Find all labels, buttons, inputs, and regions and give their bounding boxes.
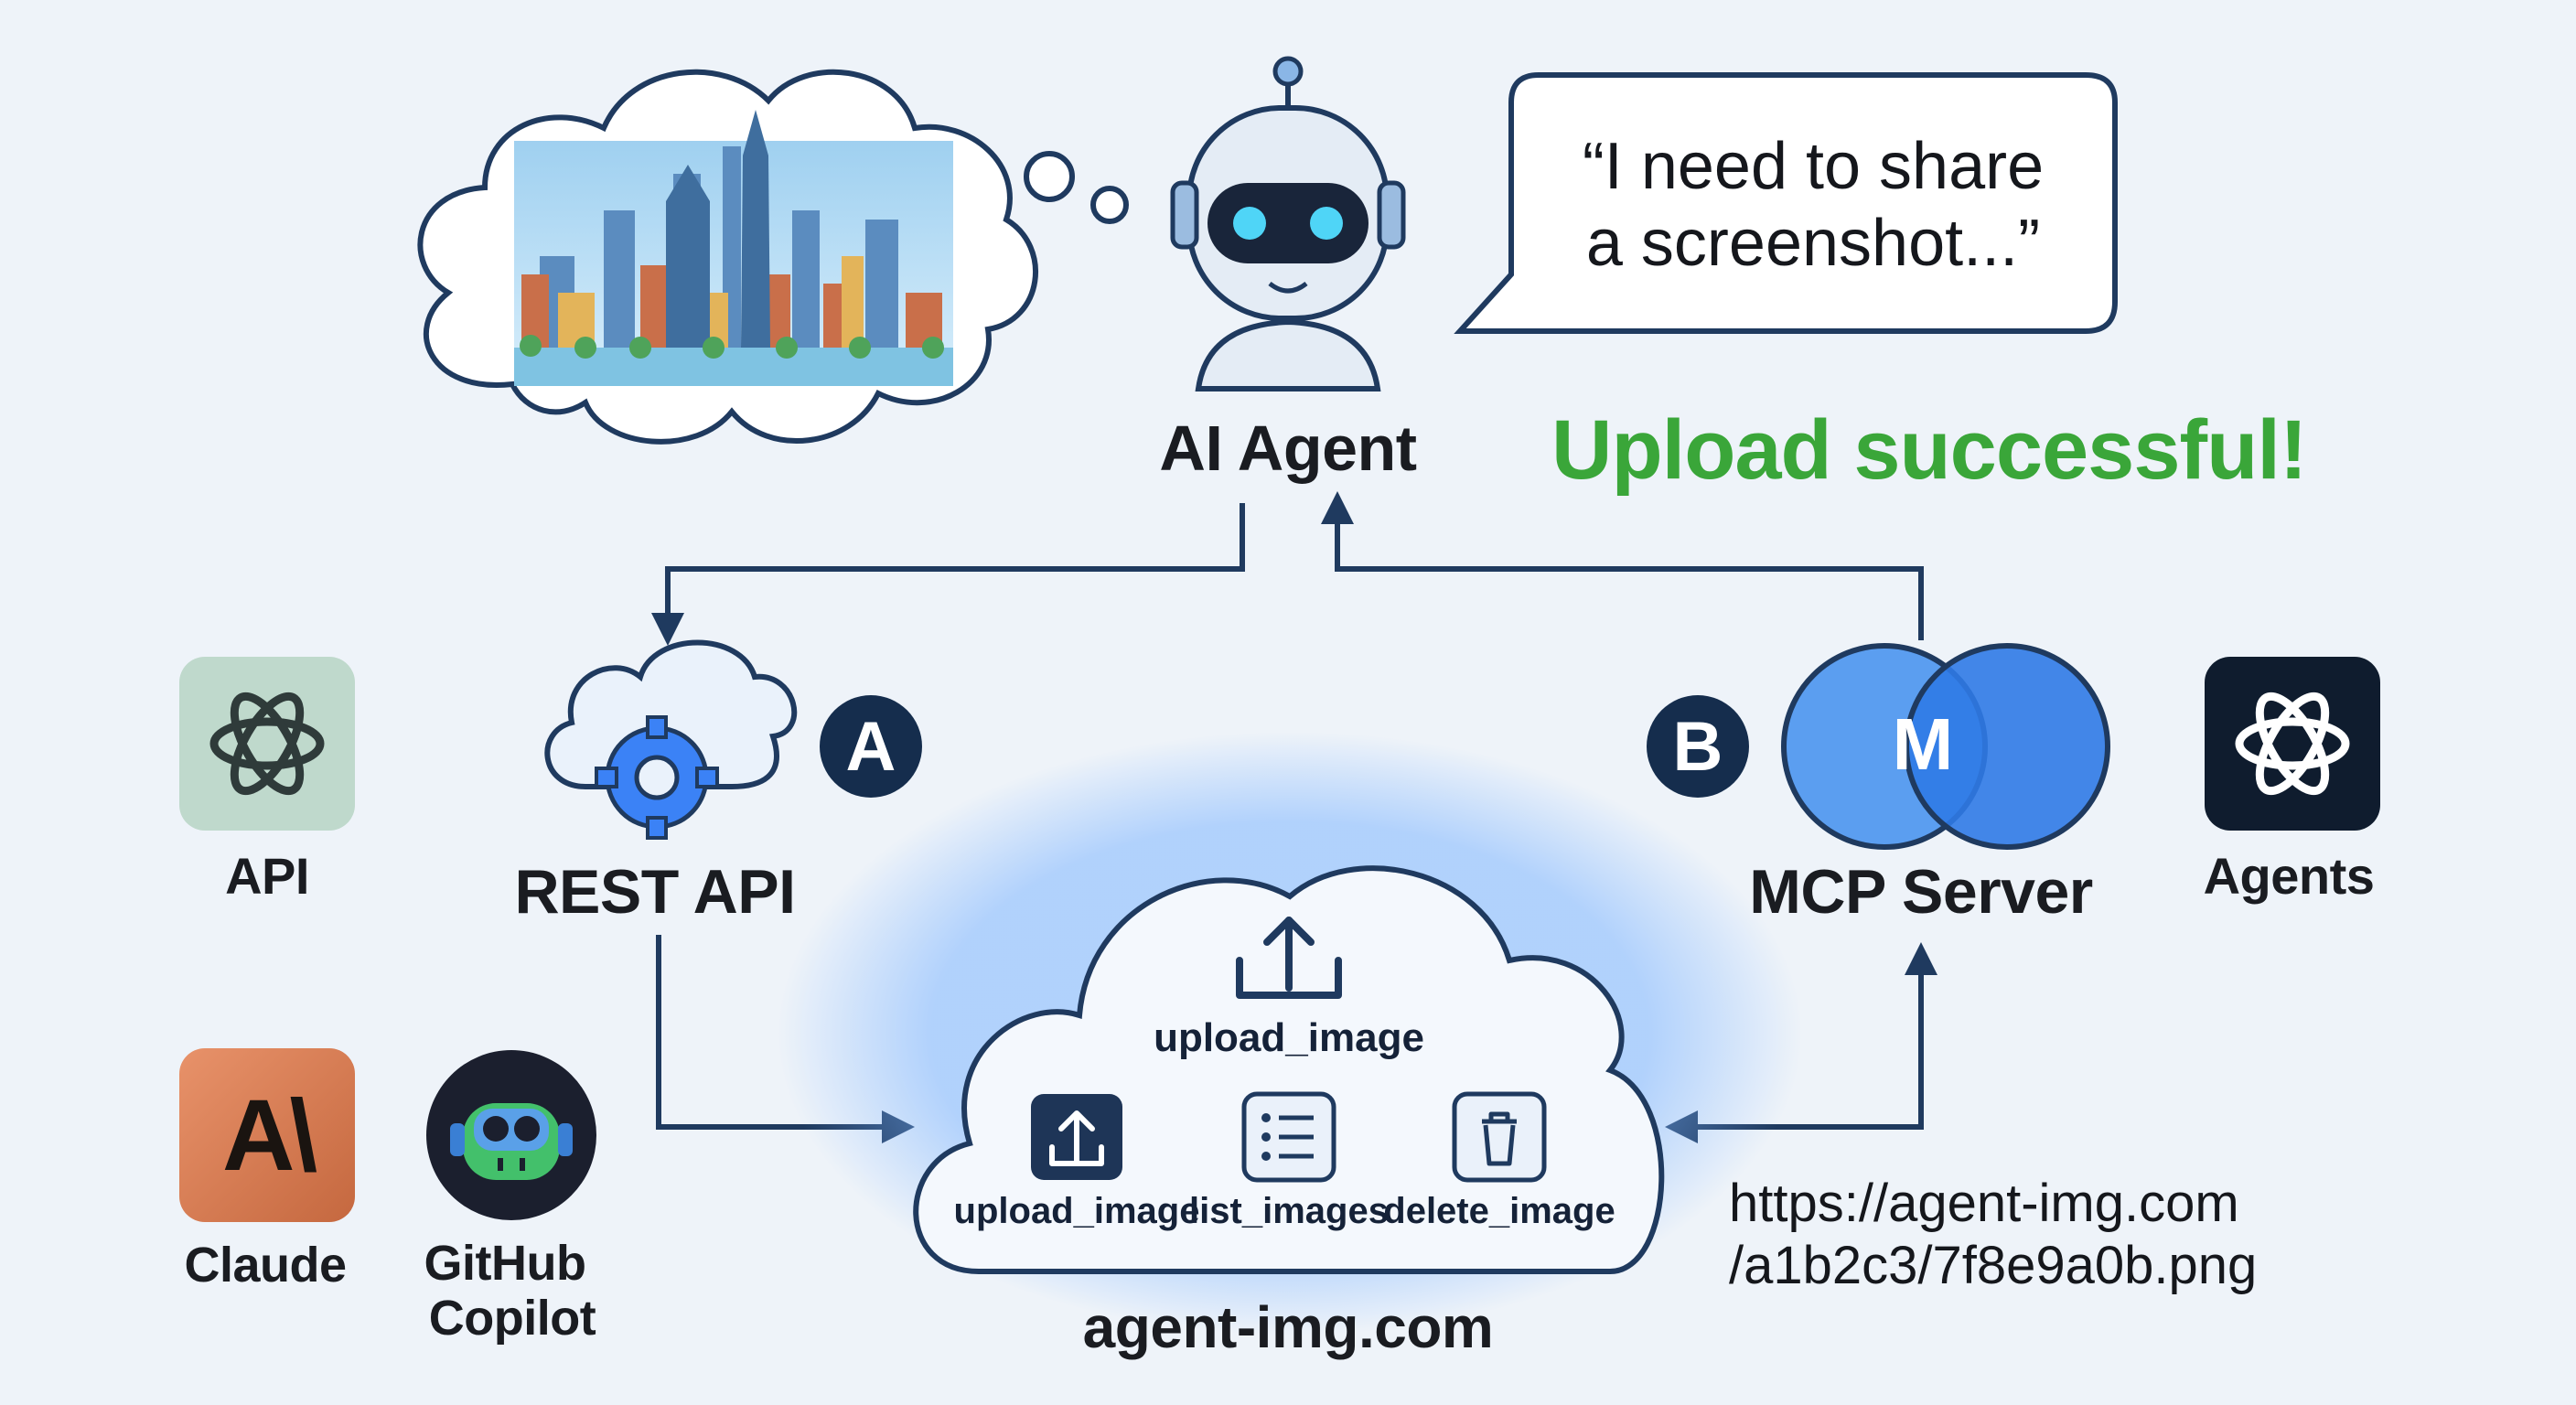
list-tool-icon	[1241, 1091, 1336, 1183]
upload-tool-icon	[1031, 1094, 1122, 1180]
upload-tool-label: upload_image	[953, 1191, 1200, 1231]
city-screenshot-image	[514, 110, 953, 386]
openai-api-tile	[179, 657, 355, 831]
result-url: https://agent-img.com /a1b2c3/7f8e9a0b.p…	[1729, 1173, 2257, 1297]
robot-agent-icon	[1170, 56, 1406, 391]
rest-api-badge: A	[820, 695, 922, 798]
agents-label: Agents	[2203, 847, 2375, 905]
mcp-server-label: MCP Server	[1749, 857, 2093, 927]
copilot-label-line2: Copilot	[428, 1291, 596, 1346]
claude-label: Claude	[184, 1238, 347, 1292]
speech-bubble	[1454, 72, 2118, 334]
mcp-logo-letter: M	[1892, 703, 1954, 785]
upload-main-icon	[1236, 917, 1342, 999]
delete-tool-label: delete_image	[1383, 1191, 1615, 1231]
mcp-server-badge: B	[1647, 695, 1749, 798]
speech-line-1: “I need to share	[1582, 130, 2045, 203]
openai-knot-icon	[2235, 692, 2350, 796]
openai-agents-tile	[2205, 657, 2380, 831]
delete-tool-icon	[1452, 1091, 1547, 1183]
mcp-logo-icon	[1781, 643, 2110, 850]
result-url-line2: /a1b2c3/7f8e9a0b.png	[1729, 1236, 2258, 1295]
claude-logo-text: A\	[222, 1078, 317, 1192]
agent-label: AI Agent	[1159, 413, 1417, 484]
rest-api-cloud-icon	[544, 639, 798, 840]
api-label: API	[225, 847, 309, 905]
speech-text: “I need to share a screenshot...”	[1511, 128, 2115, 282]
copilot-face-icon	[450, 1103, 573, 1180]
copilot-label-line1: GitHub	[424, 1236, 586, 1291]
list-tool-label: list_images	[1189, 1191, 1389, 1231]
main-upload-tool-label: upload_image	[1154, 1015, 1424, 1060]
result-url-line1: https://agent-img.com	[1729, 1174, 2239, 1233]
rest-api-label: REST API	[514, 857, 796, 927]
copilot-logo-tile	[426, 1050, 596, 1220]
openai-knot-icon	[209, 692, 325, 796]
cloud-domain-label: agent-img.com	[1082, 1294, 1494, 1360]
claude-logo-tile: A\	[179, 1048, 355, 1222]
speech-line-2: a screenshot...”	[1585, 207, 2041, 280]
upload-success-message: Upload successful!	[1551, 403, 2308, 497]
